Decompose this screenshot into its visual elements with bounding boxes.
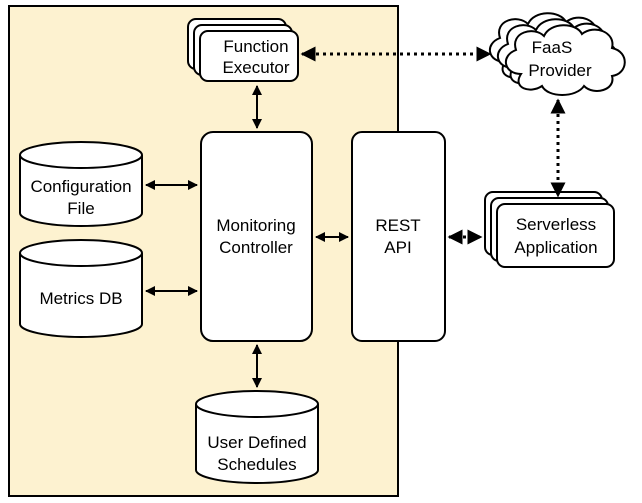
user-defined-schedules-label-2: Schedules (217, 455, 296, 474)
rest-api-label-2: API (384, 238, 411, 257)
faas-provider-label-1: FaaS (532, 38, 573, 57)
rest-api-node: REST API (351, 131, 446, 342)
serverless-application-label-1: Serverless (516, 215, 596, 234)
serverless-application-label-2: Application (514, 238, 597, 257)
serverless-application-node: Serverless Application (484, 191, 615, 268)
faas-provider-label-2: Provider (528, 61, 592, 80)
monitoring-controller-label-1: Monitoring (216, 216, 295, 235)
function-executor-label-1: Function (223, 37, 288, 56)
function-executor-label-2: Executor (222, 58, 289, 77)
configuration-file-cylinder: Configuration File (19, 141, 143, 227)
function-executor-node: Function Executor (187, 18, 299, 82)
user-defined-schedules-label-1: User Defined (207, 433, 306, 452)
metrics-db-label: Metrics DB (39, 289, 122, 308)
rest-api-label-1: REST (375, 216, 420, 235)
monitoring-controller-node: Monitoring Controller (200, 131, 313, 342)
metrics-db-cylinder: Metrics DB (19, 239, 143, 338)
configuration-file-label-2: File (67, 199, 94, 218)
monitoring-controller-label-2: Controller (219, 238, 293, 257)
faas-provider-cloud: FaaS Provider (489, 12, 626, 96)
user-defined-schedules-cylinder: User Defined Schedules (195, 390, 319, 484)
configuration-file-label-1: Configuration (30, 177, 131, 196)
